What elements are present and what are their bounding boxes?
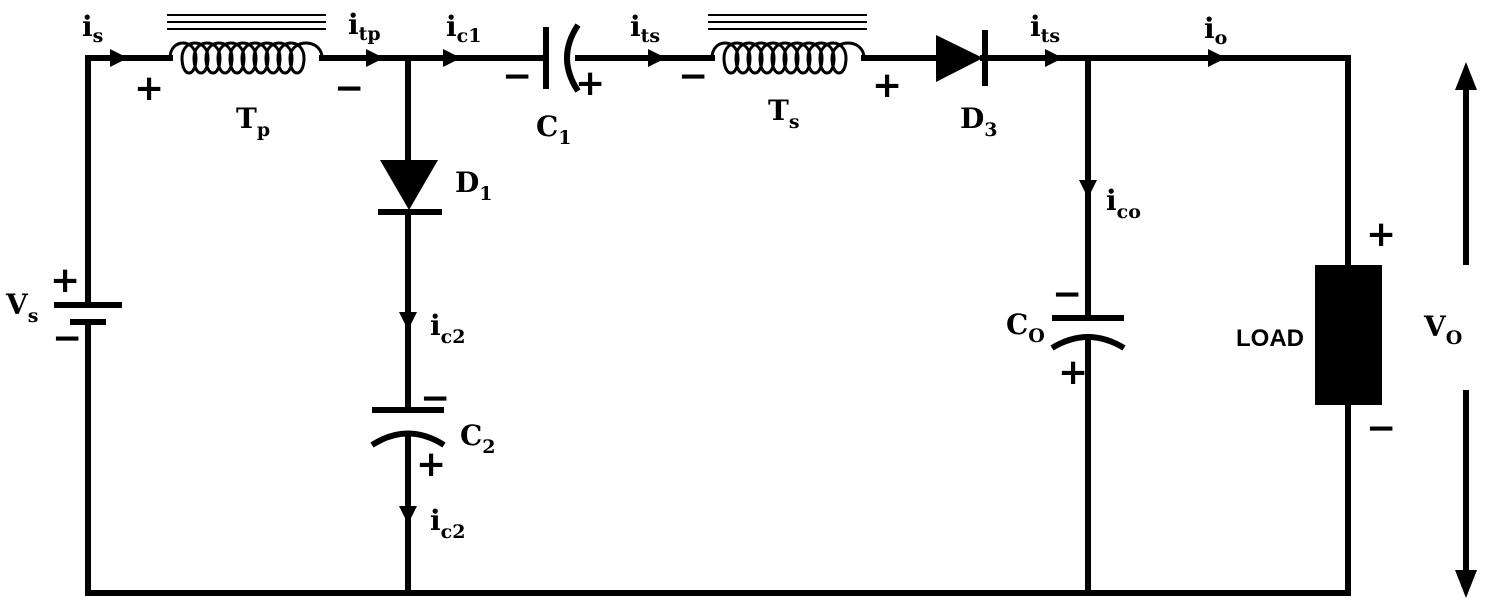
label-vs: Vs <box>5 288 38 327</box>
plus-load: + <box>1366 214 1396 255</box>
arrow-ic2-upper <box>399 312 417 330</box>
label-its-left: its <box>630 10 660 47</box>
minus-load: − <box>1366 408 1396 449</box>
arrow-io <box>1208 49 1226 67</box>
label-ic2-lower: ic2 <box>430 504 465 543</box>
labels: is itp ic1 its its io Tp Ts C1 D3 D1 ic2… <box>5 8 1462 543</box>
label-d1: D1 <box>455 166 493 205</box>
source-branch <box>54 55 122 596</box>
vo-arrows <box>1455 62 1477 598</box>
plus-tp-left: + <box>134 68 164 109</box>
arrow-is <box>110 49 128 67</box>
label-c1: C1 <box>536 110 572 149</box>
label-load: LOAD <box>1236 325 1304 352</box>
current-arrows <box>110 49 1226 524</box>
label-tp: Tp <box>236 102 270 141</box>
plus-vs: + <box>50 260 80 301</box>
minus-c1-left: − <box>502 56 532 97</box>
co-branch <box>1050 55 1126 596</box>
label-its-right: its <box>1030 10 1060 47</box>
label-ic2-upper: ic2 <box>430 309 465 348</box>
plus-c2: + <box>416 444 446 485</box>
label-ts: Ts <box>768 94 800 133</box>
polarity-marks: + − − + − + + − − + − + + − <box>50 56 1396 485</box>
minus-c2: − <box>420 378 450 419</box>
label-c2: C2 <box>460 419 496 458</box>
label-d3: D3 <box>960 102 998 141</box>
load-branch <box>1315 55 1382 596</box>
diode-d1-body <box>380 160 438 210</box>
label-co: CO <box>1006 308 1045 347</box>
primary-winding <box>167 14 326 75</box>
arrow-its-right <box>1045 49 1063 67</box>
arrow-ic1 <box>443 49 461 67</box>
minus-ts-left: − <box>678 56 708 97</box>
label-ico: ico <box>1106 184 1141 223</box>
minus-co: − <box>1052 274 1082 315</box>
plus-c1-right: + <box>575 63 605 104</box>
minus-vs: − <box>52 318 82 359</box>
vo-arrow-up <box>1455 62 1477 90</box>
load-resistor <box>1315 265 1382 405</box>
minus-tp-right: − <box>334 68 364 109</box>
diode-d3 <box>936 30 988 86</box>
arrow-ic2-lower <box>399 506 417 524</box>
label-io: io <box>1204 12 1227 49</box>
label-vo: VO <box>1423 310 1462 349</box>
secondary-winding <box>708 14 867 75</box>
plus-co: + <box>1058 352 1088 393</box>
label-ic1: ic1 <box>446 10 481 47</box>
vo-arrow-down <box>1455 570 1477 598</box>
capacitor-c1 <box>543 23 581 93</box>
label-is: is <box>82 10 103 47</box>
label-itp: itp <box>348 8 381 45</box>
arrow-itp <box>366 49 384 67</box>
plus-ts-right: + <box>872 65 902 106</box>
arrow-its-left <box>648 49 666 67</box>
arrow-ico <box>1079 180 1097 198</box>
